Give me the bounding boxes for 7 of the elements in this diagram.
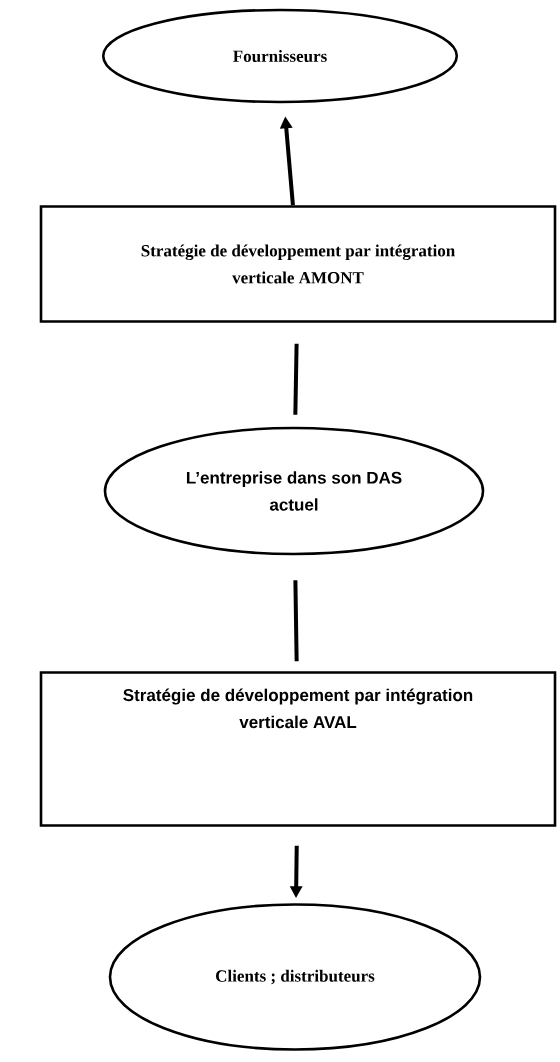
- ellipse-node: L’entreprise dans son DAS actuel: [103, 426, 485, 556]
- process-box: Stratégie de développement par intégration verticale AMONT: [39, 205, 557, 323]
- connector-line: [293, 343, 299, 415]
- ellipse-node: Fournisseurs: [101, 8, 459, 104]
- connector-line: [293, 580, 299, 662]
- process-box: Stratégie de développement par intégration verticale AVAL: [39, 671, 557, 827]
- ellipse-node: Clients ; distributeurs: [108, 903, 482, 1051]
